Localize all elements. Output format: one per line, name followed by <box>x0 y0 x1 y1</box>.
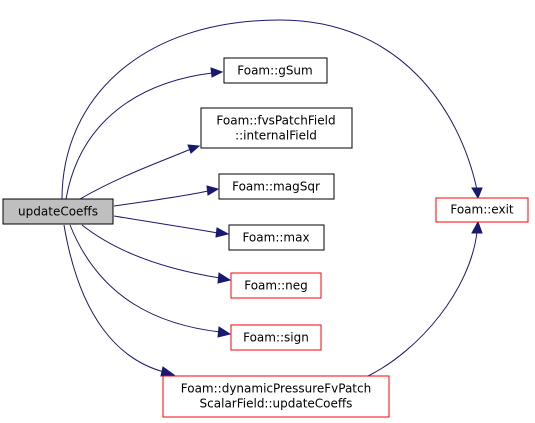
node-neg-box <box>230 272 322 299</box>
node-neg[interactable]: Foam::neg <box>230 272 322 299</box>
node-dynamic-label-1: Foam::dynamicPressureFvPatch <box>181 382 371 396</box>
node-gsum-box <box>223 57 328 84</box>
node-gsum[interactable]: Foam::gSum <box>223 57 328 84</box>
edge-root-to-neg <box>81 224 221 279</box>
node-sign-label: Foam::sign <box>243 331 309 345</box>
edge-dynamic-to-exit <box>367 231 478 377</box>
edge-root-to-gsum <box>65 72 213 200</box>
node-neg-label: Foam::neg <box>244 279 308 293</box>
node-magsqr-box <box>218 173 335 200</box>
node-root-label: updateCoeffs <box>18 205 98 219</box>
node-root-box <box>2 198 114 225</box>
node-sign[interactable]: Foam::sign <box>230 324 322 351</box>
edges <box>61 19 483 377</box>
edge-root-to-exit <box>61 19 478 200</box>
node-dynamic-label-2: ScalarField::updateCoeffs <box>200 397 353 411</box>
node-internalfield-label-1: Foam::fvsPatchField <box>216 114 335 128</box>
arrowhead-max <box>215 227 230 238</box>
arrowhead-internalfield <box>187 144 201 154</box>
node-max[interactable]: Foam::max <box>228 224 325 251</box>
node-internalfield[interactable]: Foam::fvsPatchField ::internalField <box>200 107 353 149</box>
edge-root-to-dynamic <box>63 224 165 373</box>
node-dynamic-box <box>162 375 390 418</box>
node-max-box <box>228 224 325 251</box>
node-root-updatecoeffs[interactable]: updateCoeffs <box>2 198 114 225</box>
arrowhead-exit-bottom <box>471 220 483 234</box>
arrowhead-magsqr <box>206 185 220 196</box>
edge-root-to-max <box>113 215 219 234</box>
node-sign-box <box>230 324 322 351</box>
node-max-label: Foam::max <box>242 231 309 245</box>
node-exit-label: Foam::exit <box>450 203 514 217</box>
node-magsqr[interactable]: Foam::magSqr <box>218 173 335 200</box>
edge-root-to-internalfield <box>79 148 192 200</box>
node-internalfield-box <box>200 107 353 149</box>
node-exit[interactable]: Foam::exit <box>435 197 529 223</box>
node-magsqr-label: Foam::magSqr <box>232 180 320 194</box>
edge-root-to-magsqr <box>113 190 209 207</box>
arrowhead-neg <box>217 272 232 284</box>
node-dynamic[interactable]: Foam::dynamicPressureFvPatch ScalarField… <box>162 375 390 418</box>
arrowhead-dynamic <box>160 366 176 377</box>
edge-root-to-sign <box>69 224 221 333</box>
node-gsum-label: Foam::gSum <box>237 64 312 78</box>
arrowhead-exit-top <box>471 187 483 200</box>
arrowhead-gsum <box>210 67 224 78</box>
node-exit-box <box>435 197 529 223</box>
node-internalfield-label-2: ::internalField <box>235 129 317 143</box>
arrowhead-sign <box>217 326 232 338</box>
